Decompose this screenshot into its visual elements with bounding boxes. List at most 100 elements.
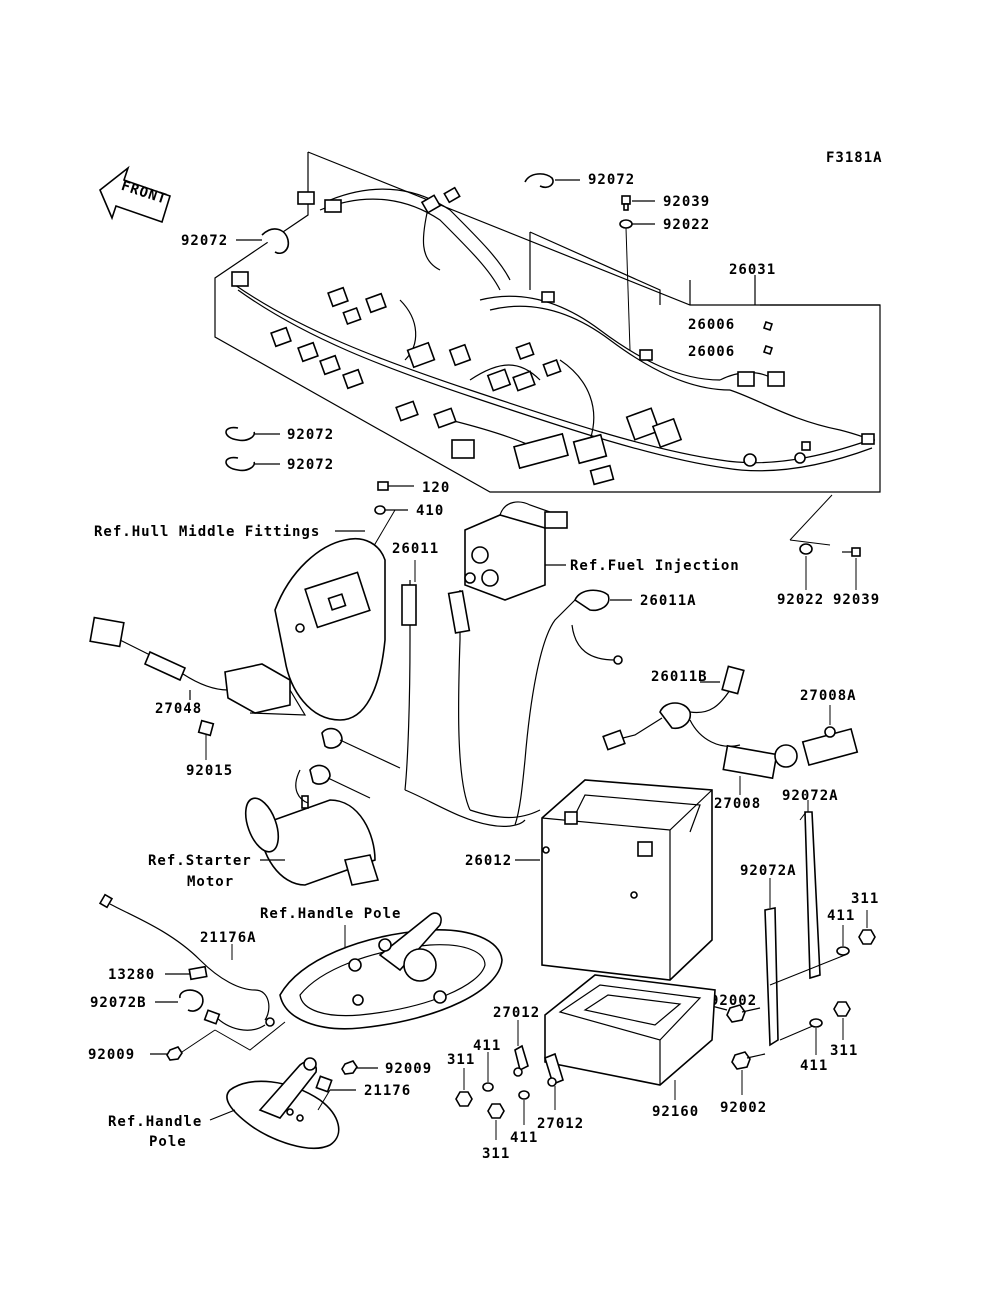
callout-27048: 27048 bbox=[155, 701, 202, 717]
washer-411-b bbox=[482, 1082, 494, 1092]
callout-92160: 92160 bbox=[652, 1104, 699, 1120]
callout-26031: 26031 bbox=[729, 262, 776, 278]
callout-21176A: 21176A bbox=[200, 930, 257, 946]
callout-26006-a: 26006 bbox=[688, 317, 735, 333]
callout-411-d: 411 bbox=[800, 1058, 828, 1074]
cable-26011A bbox=[514, 589, 623, 826]
starter-cables bbox=[295, 727, 526, 827]
battery-strap-92072A-b bbox=[764, 907, 779, 1047]
bolt-92039-right bbox=[842, 547, 861, 557]
callout-120: 120 bbox=[422, 480, 450, 496]
clamp-92072-d bbox=[225, 456, 256, 472]
bolt-92009-a bbox=[166, 1046, 183, 1061]
callout-410: 410 bbox=[416, 503, 444, 519]
key-27008A bbox=[801, 726, 859, 767]
front-arrow-icon: FRONT bbox=[99, 165, 171, 224]
callout-21176: 21176 bbox=[364, 1083, 411, 1099]
sensor-cable-21176A bbox=[98, 893, 275, 1031]
callout-311-c: 311 bbox=[482, 1146, 510, 1162]
callout-13280: 13280 bbox=[108, 967, 155, 983]
ref-handle-pole-line1: Ref.Handle bbox=[108, 1114, 202, 1130]
callout-26006-b: 26006 bbox=[688, 344, 735, 360]
callout-92072A-b: 92072A bbox=[740, 863, 797, 879]
callout-92002-a: 92002 bbox=[710, 993, 757, 1009]
figure-code: F3181A bbox=[826, 150, 883, 166]
callout-92072A-a: 92072A bbox=[782, 788, 839, 804]
callout-92072-b: 92072 bbox=[588, 172, 635, 188]
clip-26006-b bbox=[762, 344, 774, 356]
bolt-92002-a bbox=[726, 1004, 761, 1023]
ref-starter-line1: Ref.Starter bbox=[148, 853, 252, 869]
callout-92039-b: 92039 bbox=[833, 592, 880, 608]
handle-pole-plate bbox=[279, 912, 503, 1030]
callout-92009-b: 92009 bbox=[385, 1061, 432, 1077]
starter-motor bbox=[244, 795, 380, 886]
washer-411-c bbox=[518, 1090, 530, 1100]
nut-311-a bbox=[858, 929, 876, 945]
callout-92015: 92015 bbox=[186, 763, 233, 779]
key-27008 bbox=[722, 744, 798, 780]
callout-27008A: 27008A bbox=[800, 688, 857, 704]
cable-26011B bbox=[602, 665, 745, 751]
callout-411-b: 411 bbox=[473, 1038, 501, 1054]
callout-92039-a: 92039 bbox=[663, 194, 710, 210]
label-13280 bbox=[188, 965, 208, 981]
ref-starter-line2: Motor bbox=[187, 874, 234, 890]
nut-311-b bbox=[455, 1091, 473, 1107]
ref-handle-pole-line2: Pole bbox=[149, 1134, 187, 1150]
nut-311-d bbox=[833, 1001, 851, 1017]
bolt-92002-b bbox=[731, 1051, 766, 1070]
clip-26006-a bbox=[762, 320, 774, 332]
clamp-92072-top bbox=[524, 173, 554, 189]
callout-92072-d: 92072 bbox=[287, 457, 334, 473]
callout-92009-a: 92009 bbox=[88, 1047, 135, 1063]
callout-26012: 26012 bbox=[465, 853, 512, 869]
fuel-injection-relay bbox=[464, 501, 568, 601]
battery-26012 bbox=[541, 779, 713, 981]
washer-411-a bbox=[836, 946, 850, 956]
bolt-120 bbox=[377, 481, 402, 491]
battery-cable-26011 bbox=[401, 580, 541, 819]
relay-27048 bbox=[89, 616, 307, 716]
wiring-harness bbox=[231, 186, 876, 486]
nut-311-c bbox=[487, 1103, 505, 1119]
callout-311-a: 311 bbox=[851, 891, 879, 907]
washer-92022-right bbox=[799, 543, 813, 555]
battery-tray-92160 bbox=[544, 974, 716, 1086]
nut-92015 bbox=[197, 719, 215, 737]
callout-92072-a: 92072 bbox=[181, 233, 228, 249]
callout-27008: 27008 bbox=[714, 796, 761, 812]
callout-311-d: 311 bbox=[830, 1043, 858, 1059]
bracket-27012-b bbox=[544, 1052, 564, 1087]
bolt-92009-b bbox=[341, 1060, 358, 1075]
switch-21176 bbox=[315, 1075, 333, 1093]
bracket-27012-a bbox=[513, 1044, 529, 1077]
callout-411-a: 411 bbox=[827, 908, 855, 924]
ref-handle-pole-top: Ref.Handle Pole bbox=[260, 906, 401, 922]
callout-92072B: 92072B bbox=[90, 995, 147, 1011]
callout-411-c: 411 bbox=[510, 1130, 538, 1146]
battery-strap-92072A-a bbox=[799, 811, 821, 980]
bolt-92039-top bbox=[621, 195, 631, 211]
callout-27012-a: 27012 bbox=[493, 1005, 540, 1021]
washer-92022-top bbox=[619, 219, 633, 229]
callout-92022-b: 92022 bbox=[777, 592, 824, 608]
ref-fuel-injection: Ref.Fuel Injection bbox=[570, 558, 740, 574]
callout-92022-a: 92022 bbox=[663, 217, 710, 233]
ref-hull-middle-fittings: Ref.Hull Middle Fittings bbox=[94, 524, 320, 540]
callout-26011: 26011 bbox=[392, 541, 439, 557]
callout-92002-b: 92002 bbox=[720, 1100, 767, 1116]
callout-26011B: 26011B bbox=[651, 669, 708, 685]
callout-26011A: 26011A bbox=[640, 593, 697, 609]
callout-27012-b: 27012 bbox=[537, 1116, 584, 1132]
clamp-92072-left bbox=[261, 228, 290, 255]
callout-92072-c: 92072 bbox=[287, 427, 334, 443]
clamp-92072B bbox=[179, 989, 204, 1012]
handle-pole-sensor-bracket bbox=[226, 1057, 340, 1149]
washer-410 bbox=[374, 505, 386, 515]
clamp-92072-c bbox=[225, 426, 256, 442]
washer-411-d bbox=[809, 1018, 823, 1028]
hull-middle-fitting-bracket bbox=[274, 538, 386, 721]
callout-311-b: 311 bbox=[447, 1052, 475, 1068]
